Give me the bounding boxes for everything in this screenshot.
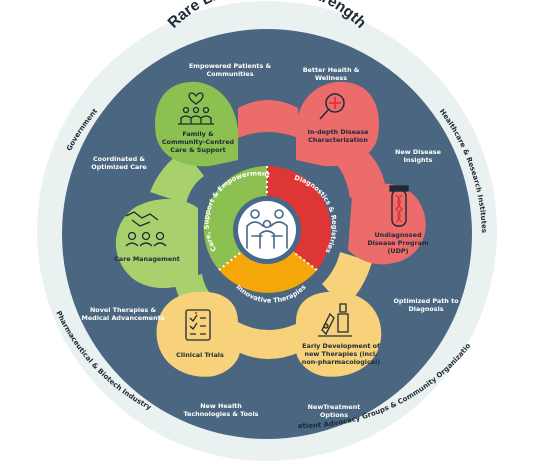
outcome-coordinated: Coordinated & Optimized Care [91, 155, 147, 171]
outcome-new-tech: New Health Technologies & Tools [183, 402, 259, 418]
node-trials-label: Clinical Trials [176, 351, 224, 359]
hands-heart-icon [178, 92, 214, 125]
outcome-empowered: Empowered Patients & Communities [188, 62, 272, 78]
node-indepth-label: In-depth Disease Characterization [307, 128, 369, 144]
band-bottom [238, 322, 300, 359]
band-top [238, 100, 298, 138]
outcome-better-health: Better Health & Wellness [302, 66, 360, 82]
family-icon [246, 209, 288, 249]
outcome-new-treatment: NewTreatment Options [307, 403, 361, 419]
outcome-new-insights: New Disease Insights [395, 148, 441, 164]
node-family-label: Family & Community-Centred Care & Suppor… [161, 130, 235, 154]
lab-flask-icon [318, 303, 352, 337]
outcome-optimized-path: Optimized Path to Diagnosis [393, 297, 459, 313]
divider-right [292, 251, 318, 271]
magnifier-cross-icon [319, 93, 345, 120]
node-care-mgmt-label: Care Management [114, 255, 180, 263]
center-disc [238, 201, 296, 259]
checklist-icon [185, 309, 211, 341]
node-trials-shape[interactable] [156, 291, 240, 377]
segment-diagnostics[interactable] [267, 166, 332, 270]
node-udp-label: Undiagnosed Disease Program (UDP) [367, 231, 429, 255]
node-indepth-shape[interactable] [296, 81, 379, 167]
handshake-team-icon [125, 211, 167, 247]
node-early-label: Early Development of new Therapies (incl… [301, 342, 381, 366]
outcome-novel-therapies: Novel Therapies & Medical Advancements [81, 306, 165, 322]
dna-tube-icon [389, 185, 409, 227]
node-early-shape[interactable] [296, 291, 382, 377]
